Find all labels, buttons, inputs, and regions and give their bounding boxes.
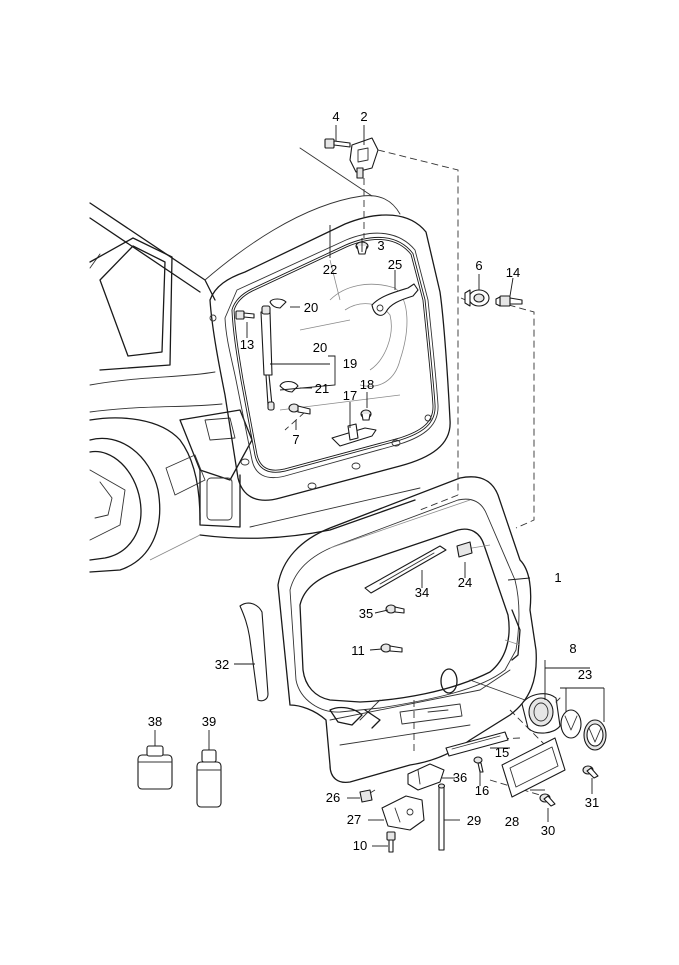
callout-25: 25 bbox=[388, 257, 402, 272]
buffer-6 bbox=[464, 289, 490, 307]
screw-16 bbox=[473, 756, 484, 773]
callout-2: 2 bbox=[360, 109, 367, 124]
ball-stud-7 bbox=[288, 403, 311, 415]
container-38 bbox=[137, 745, 173, 790]
callout-23: 23 bbox=[578, 667, 592, 682]
lock-27 bbox=[381, 795, 425, 831]
callout-17: 17 bbox=[343, 388, 357, 403]
pad-24 bbox=[456, 541, 473, 558]
callout-32: 32 bbox=[215, 657, 229, 672]
bolt-4 bbox=[324, 138, 351, 149]
callout-34: 34 bbox=[415, 585, 429, 600]
bolt-14 bbox=[495, 295, 523, 307]
clip-20-top bbox=[269, 298, 287, 309]
callout-22: 22 bbox=[323, 262, 337, 277]
lock-17 bbox=[331, 423, 377, 447]
screw-35 bbox=[385, 604, 405, 614]
clip-21 bbox=[279, 380, 299, 393]
brake-light-34 bbox=[364, 545, 447, 594]
callout-16: 16 bbox=[475, 783, 489, 798]
callout-36: 36 bbox=[453, 770, 467, 785]
bolt-10 bbox=[386, 831, 396, 853]
plate-28 bbox=[501, 737, 566, 798]
callout-20-mid: 20 bbox=[313, 340, 327, 355]
bolt-13 bbox=[235, 310, 255, 320]
callout-7: 7 bbox=[292, 432, 299, 447]
vehicle-body bbox=[89, 147, 451, 573]
callout-31: 31 bbox=[585, 795, 599, 810]
tailgate-assembly bbox=[277, 476, 537, 784]
callout-21: 21 bbox=[315, 381, 329, 396]
callout-6: 6 bbox=[475, 258, 482, 273]
buffer-26 bbox=[359, 789, 373, 803]
callout-3: 3 bbox=[377, 238, 384, 253]
lock-bracket-25 bbox=[371, 283, 419, 316]
callout-8: 8 bbox=[569, 641, 576, 656]
callout-28: 28 bbox=[505, 814, 519, 829]
callout-27: 27 bbox=[347, 812, 361, 827]
callout-4: 4 bbox=[332, 109, 339, 124]
rod-29 bbox=[437, 783, 446, 851]
callout-15: 15 bbox=[495, 745, 509, 760]
emblem-housing-8 bbox=[521, 693, 561, 734]
callout-29: 29 bbox=[467, 813, 481, 828]
screw-31 bbox=[582, 765, 599, 779]
callout-11: 11 bbox=[351, 643, 365, 658]
callout-39: 39 bbox=[202, 714, 216, 729]
screw-11 bbox=[380, 643, 403, 653]
emblems-23 bbox=[560, 709, 607, 751]
leader-lines bbox=[154, 125, 605, 847]
hinge-part bbox=[349, 137, 379, 179]
callout-35: 35 bbox=[359, 606, 373, 621]
callout-38: 38 bbox=[148, 714, 162, 729]
gas-strut-19 bbox=[260, 305, 275, 411]
trim-strip-32 bbox=[239, 602, 269, 702]
callout-13: 13 bbox=[240, 337, 254, 352]
container-39 bbox=[196, 749, 222, 808]
callout-14: 14 bbox=[506, 265, 520, 280]
callout-labels: 4 2 3 22 25 6 14 20 13 20 19 21 7 17 18 … bbox=[148, 109, 599, 853]
plate-15 bbox=[445, 731, 509, 757]
bracket-36 bbox=[407, 763, 445, 791]
clip-18 bbox=[360, 409, 372, 421]
callout-19: 19 bbox=[343, 356, 357, 371]
callout-24: 24 bbox=[458, 575, 472, 590]
callout-26: 26 bbox=[326, 790, 340, 805]
callout-10: 10 bbox=[353, 838, 367, 853]
callout-18: 18 bbox=[360, 377, 374, 392]
callout-30: 30 bbox=[541, 823, 555, 838]
callout-1: 1 bbox=[554, 570, 561, 585]
screw-30 bbox=[539, 793, 556, 807]
callout-20-top: 20 bbox=[304, 300, 318, 315]
